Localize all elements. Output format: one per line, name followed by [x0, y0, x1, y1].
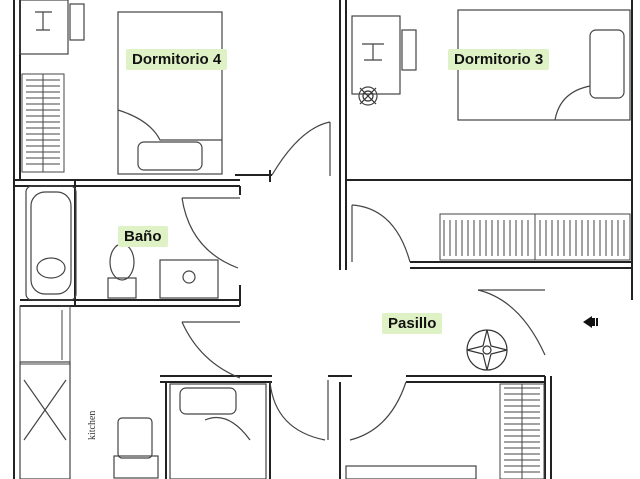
bed-dormitorio-4 [117, 11, 223, 175]
bath-cabinet [19, 305, 71, 365]
wardrobe-bottom-right [499, 383, 545, 479]
room-label-dormitorio-3: Dormitorio 3 [448, 49, 550, 70]
room-label-bano: Baño [118, 226, 168, 247]
entrance-arrow-icon [583, 316, 598, 328]
bed-bottom-room [169, 383, 267, 479]
room-label-pasillo: Pasillo [382, 313, 443, 334]
kitchen-side-text: kitchen [87, 411, 98, 440]
room-label-dormitorio-4: Dormitorio 4 [126, 49, 228, 70]
wardrobe-dormitorio-4 [21, 73, 65, 173]
wardrobe-dormitorio-3 [439, 213, 631, 261]
toilet [107, 243, 137, 299]
sink [159, 259, 219, 299]
bottom-center-fixture [345, 465, 477, 479]
door-swings [181, 121, 546, 441]
desk-dormitorio-3 [351, 15, 417, 106]
plant-icon [466, 329, 508, 371]
desk-dormitorio-4 [19, 0, 85, 55]
bathtub [25, 185, 77, 301]
lamp-icon [359, 87, 377, 105]
kitchen-furniture [19, 361, 159, 479]
